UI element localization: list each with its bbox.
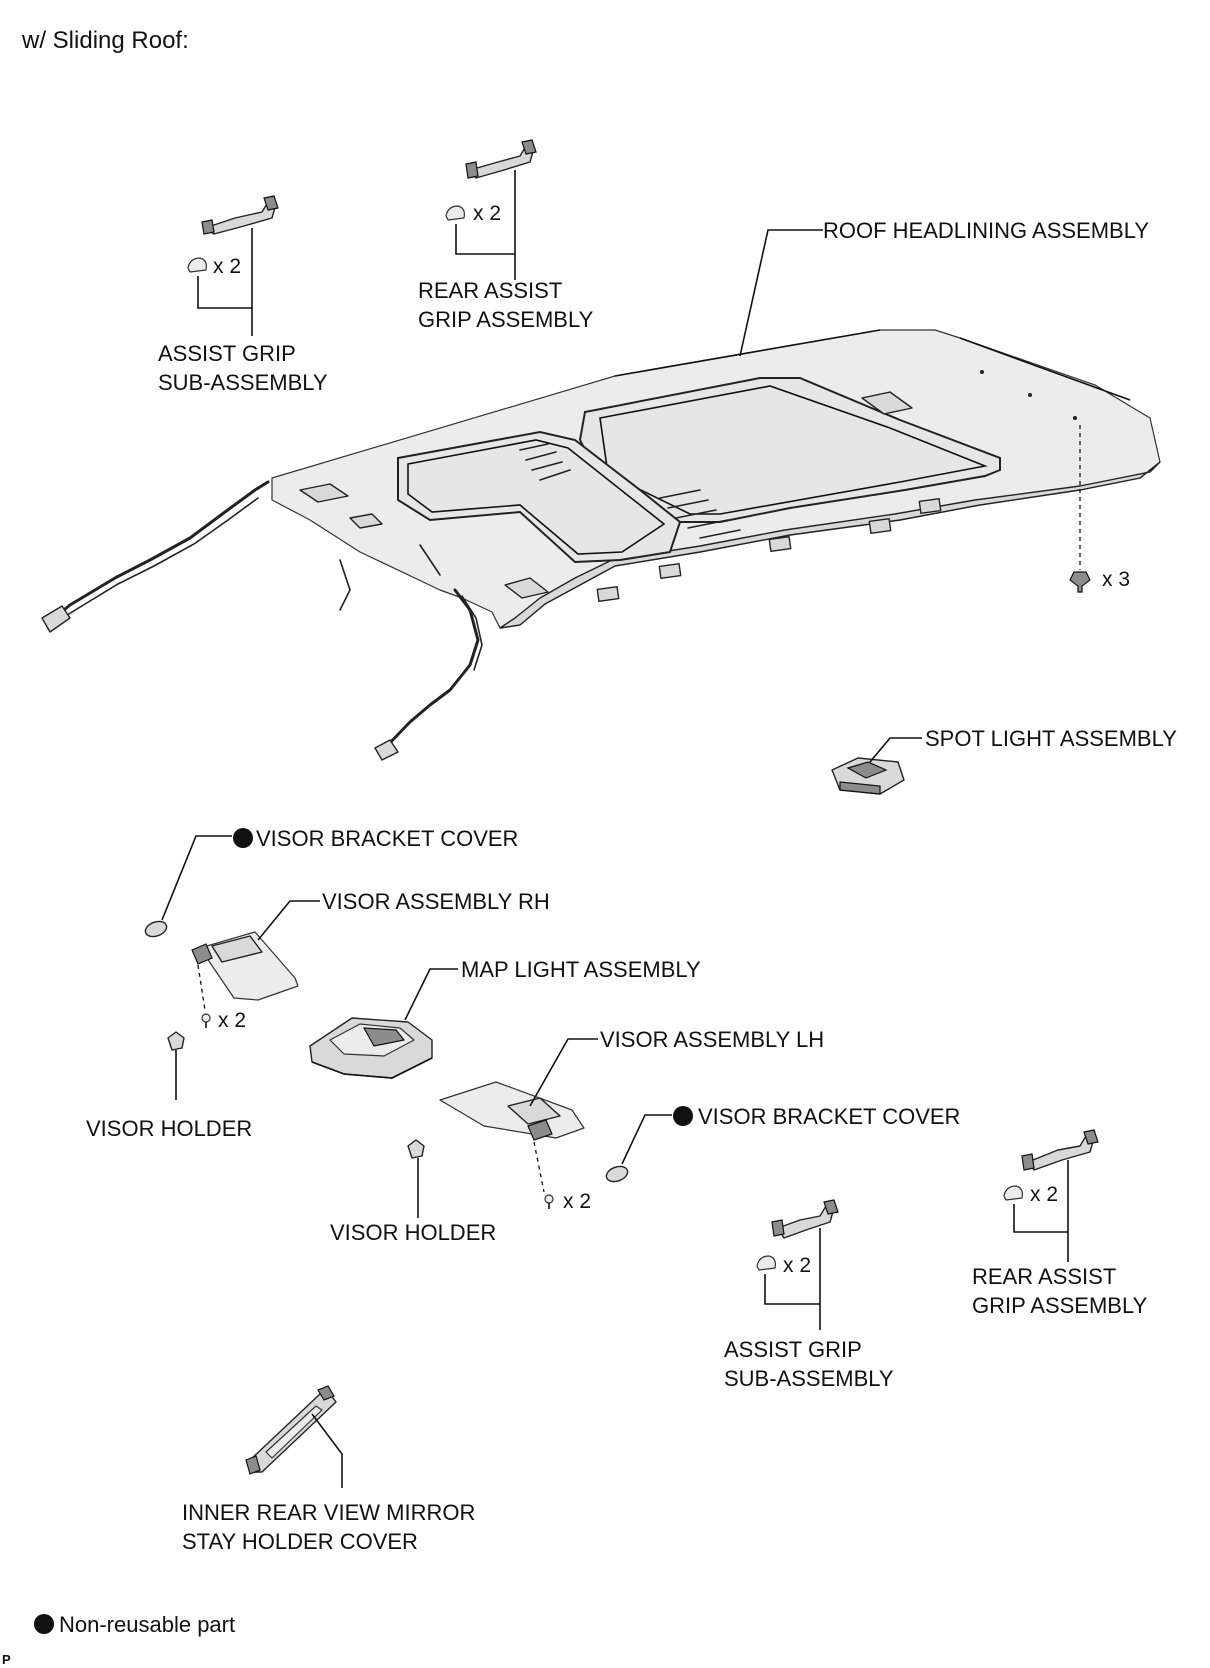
assist-grip-bottom-clip-icon — [756, 1255, 776, 1271]
assist-grip-top-label-1: ASSIST GRIP — [158, 341, 296, 366]
visor-rh-screw-dashed — [197, 964, 206, 1011]
visor-lh-screw-dashed — [533, 1141, 545, 1193]
visor-holder-1-part — [167, 1031, 185, 1051]
visor-rh-label: VISOR ASSEMBLY RH — [322, 889, 550, 914]
visor-bracket-cover-1-part — [144, 920, 168, 938]
assist-grip-top-clip-icon — [187, 257, 207, 273]
mirror-stay-cover-label-1: INNER REAR VIEW MIRROR — [182, 1500, 475, 1525]
rear-assist-grip-top-label-1: REAR ASSIST — [418, 278, 562, 303]
assist-grip-top-part — [201, 195, 279, 235]
rear-assist-grip-bottom-label-1: REAR ASSIST — [972, 1264, 1116, 1289]
spot-light-leader — [869, 737, 922, 763]
visor-holder-2-part — [407, 1139, 425, 1159]
rear-assist-grip-top-part — [465, 139, 537, 179]
visor-rh-part — [191, 931, 299, 1001]
rear-assist-grip-top-clip-icon — [445, 205, 465, 221]
map-light-part — [309, 1017, 433, 1079]
non-reusable-marker-2 — [673, 1106, 693, 1126]
visor-lh-screw-icon — [544, 1194, 554, 1209]
visor-lh-leader — [529, 1038, 598, 1107]
roof-clips-qty: x 3 — [1102, 568, 1130, 591]
corner-mark: P — [2, 1652, 11, 1667]
spot-light-label: SPOT LIGHT ASSEMBLY — [925, 726, 1177, 751]
rear-assist-grip-bottom-clips-qty: x 2 — [1030, 1183, 1058, 1206]
assist-grip-bottom-label-1: ASSIST GRIP — [724, 1337, 862, 1362]
rear-assist-grip-top-clips-qty: x 2 — [473, 202, 501, 225]
legend-non-reusable-marker — [34, 1614, 54, 1634]
assist-grip-bottom-part — [771, 1199, 839, 1239]
section-heading: w/ Sliding Roof: — [21, 27, 189, 54]
assist-grip-top-clips-qty: x 2 — [213, 255, 241, 278]
visor-lh-part — [439, 1081, 585, 1141]
mirror-stay-cover-label-2: STAY HOLDER COVER — [182, 1529, 418, 1554]
assist-grip-bottom-leader — [764, 1228, 821, 1330]
non-reusable-marker-1 — [233, 828, 253, 848]
rear-assist-grip-bottom-clip-icon — [1003, 1185, 1023, 1201]
rear-assist-grip-top-label-2: GRIP ASSEMBLY — [418, 307, 594, 332]
visor-lh-label: VISOR ASSEMBLY LH — [600, 1027, 824, 1052]
assist-grip-bottom-label-2: SUB-ASSEMBLY — [724, 1366, 894, 1391]
legend-non-reusable-text: Non-reusable part — [59, 1612, 235, 1637]
assist-grip-top-label-2: SUB-ASSEMBLY — [158, 370, 328, 395]
visor-rh-screws-qty: x 2 — [218, 1009, 246, 1032]
roof-headlining-leader — [739, 229, 823, 357]
visor-bracket-cover-2-part — [605, 1165, 629, 1183]
mirror-stay-cover-leader — [311, 1413, 343, 1488]
rear-assist-grip-bottom-part — [1021, 1129, 1099, 1171]
visor-bracket-cover-2-label: VISOR BRACKET COVER — [698, 1104, 960, 1129]
visor-bracket-cover-1-leader — [161, 835, 232, 921]
roof-headlining-assembly — [271, 329, 1161, 629]
visor-bracket-cover-1-label: VISOR BRACKET COVER — [256, 826, 518, 851]
roof-headlining-label: ROOF HEADLINING ASSEMBLY — [823, 218, 1149, 243]
rear-assist-grip-top-leader — [455, 170, 516, 280]
spot-light-part — [831, 757, 905, 795]
roof-clip-icon — [1069, 571, 1091, 593]
visor-lh-screws-qty: x 2 — [563, 1190, 591, 1213]
assist-grip-bottom-clips-qty: x 2 — [783, 1254, 811, 1277]
rear-assist-grip-bottom-leader — [1013, 1160, 1069, 1262]
visor-bracket-cover-2-leader — [621, 1114, 672, 1165]
visor-holder-2-label: VISOR HOLDER — [330, 1220, 496, 1245]
assist-grip-top-leader — [197, 228, 253, 336]
rear-assist-grip-bottom-label-2: GRIP ASSEMBLY — [972, 1293, 1148, 1318]
map-light-label: MAP LIGHT ASSEMBLY — [461, 957, 701, 982]
visor-rh-leader — [257, 900, 320, 941]
visor-rh-screw-icon — [201, 1013, 211, 1028]
roof-wire-harness — [41, 480, 483, 761]
mirror-stay-cover-part — [245, 1385, 337, 1475]
map-light-leader — [404, 968, 458, 1021]
visor-holder-1-label: VISOR HOLDER — [86, 1116, 252, 1141]
